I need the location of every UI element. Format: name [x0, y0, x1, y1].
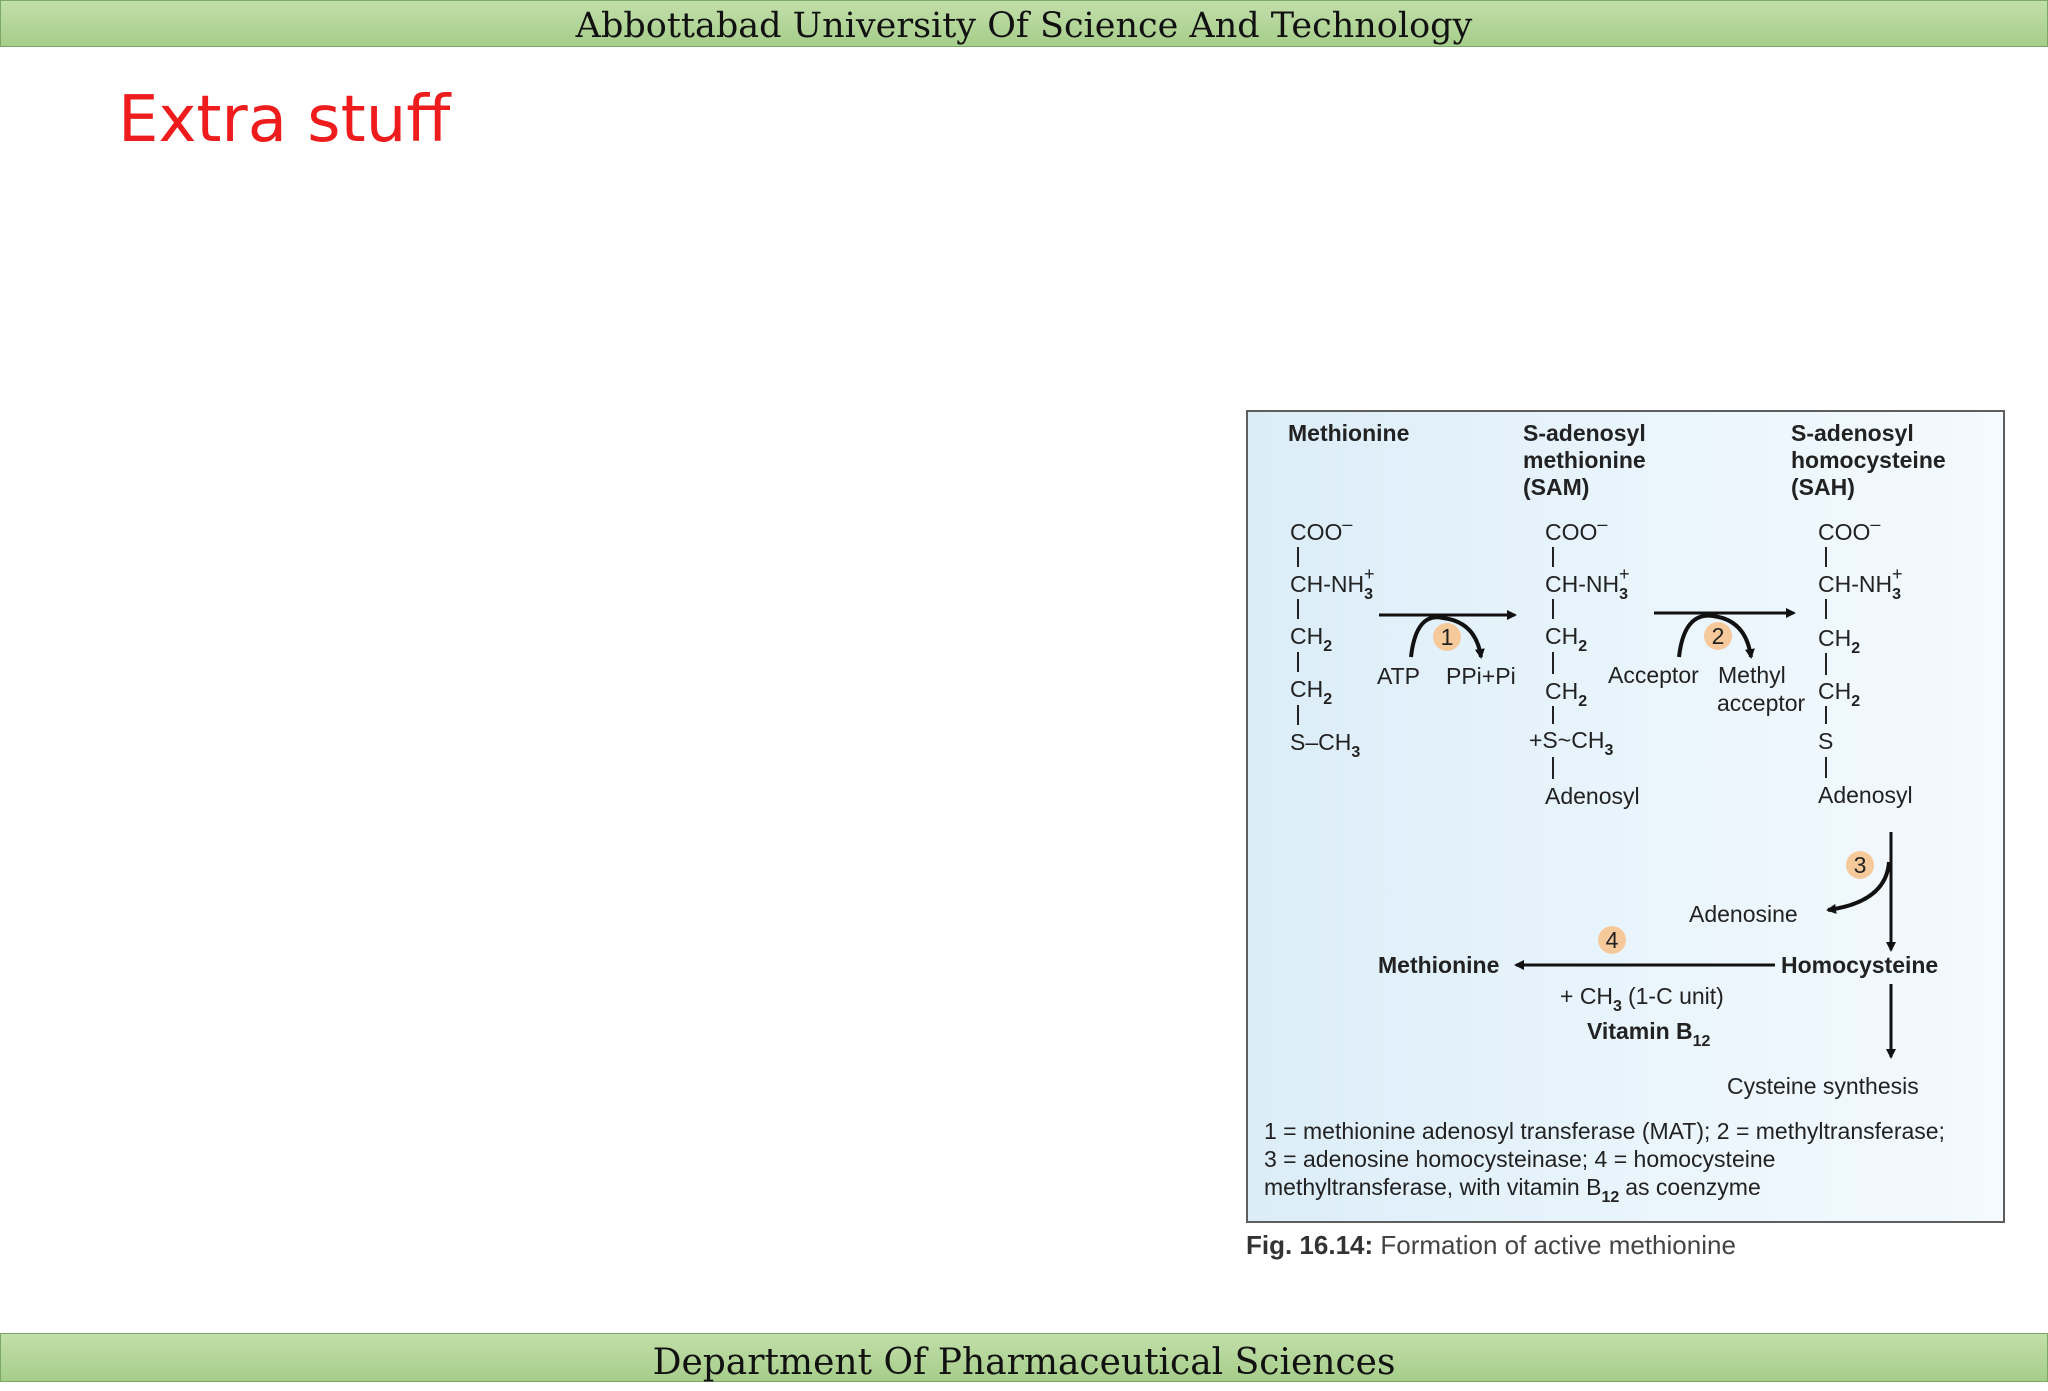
svg-text:CH2: CH2	[1818, 678, 1860, 710]
step-1-badge	[1433, 623, 1461, 651]
sam-header-line2: methionine	[1523, 447, 1646, 473]
sah-header-line2: homocysteine	[1791, 447, 1946, 473]
svg-text:COO–: COO–	[1545, 514, 1607, 545]
svg-text:CH2: CH2	[1545, 678, 1587, 710]
legend-line-1: 1 = methionine adenosyl transferase (MAT…	[1264, 1118, 1945, 1144]
sah-header-line3: (SAH)	[1791, 474, 1855, 500]
figure-caption-label: Fig. 16.14:	[1246, 1230, 1374, 1260]
vitamin-b12-label: Vitamin B12	[1587, 1018, 1711, 1050]
reaction-2-curve	[1677, 613, 1755, 659]
reaction-step-2: 2 Acceptor Methyl acceptor	[1608, 608, 1806, 716]
sam-structure: COO– CH-NH3+ CH2 CH2 +S~CH3 Adenosyl	[1529, 514, 1640, 809]
methionine-structure: COO– CH-NH3+ CH2 CH2 S–CH3	[1290, 514, 1375, 761]
svg-text:S–CH3: S–CH3	[1290, 729, 1360, 761]
acceptor-label: Acceptor	[1608, 662, 1699, 688]
methionine-cycle-figure: Methionine S-adenosyl methionine (SAM) S…	[1246, 410, 2005, 1223]
header-bar: Abbottabad University Of Science And Tec…	[0, 0, 2048, 47]
footer-bar: Department Of Pharmaceutical Sciences	[0, 1333, 2048, 1383]
svg-text:2: 2	[1712, 623, 1725, 649]
methionine-product-label: Methionine	[1378, 952, 1499, 978]
sah-header-line1: S-adenosyl	[1791, 420, 1914, 446]
reaction-step-3: 3 Adenosine	[1689, 832, 1896, 952]
figure-caption: Fig. 16.14: Formation of active methioni…	[1246, 1230, 1736, 1261]
svg-text:+S~CH3: +S~CH3	[1529, 727, 1613, 759]
sah-structure: COO– CH-NH3+ CH2 CH2 S Adenosyl	[1818, 514, 1913, 808]
methyl-label: Methyl	[1718, 662, 1786, 688]
adenosine-label: Adenosine	[1689, 901, 1798, 927]
methionine-cycle-diagram: Methionine S-adenosyl methionine (SAM) S…	[1264, 420, 1946, 1206]
svg-text:S: S	[1818, 728, 1833, 754]
department-name: Department Of Pharmaceutical Sciences	[652, 1342, 1396, 1383]
svg-text:COO–: COO–	[1290, 514, 1352, 545]
svg-text:CH2: CH2	[1818, 625, 1860, 657]
legend-line-2: 3 = adenosine homocysteinase; 4 = homocy…	[1264, 1146, 1775, 1172]
ch3-unit-label: + CH3(1-C unit)	[1560, 983, 1724, 1015]
svg-text:4: 4	[1606, 927, 1619, 953]
reaction-3-curve	[1826, 861, 1891, 914]
sam-header-line1: S-adenosyl	[1523, 420, 1646, 446]
svg-text:COO–: COO–	[1818, 514, 1880, 545]
university-name: Abbottabad University Of Science And Tec…	[575, 6, 1473, 46]
cysteine-synthesis-label: Cysteine synthesis	[1727, 1073, 1919, 1099]
svg-text:1: 1	[1441, 624, 1454, 650]
slide-title: Extra stuff	[118, 83, 451, 157]
reaction-step-1: 1 ATP PPi+Pi	[1377, 610, 1517, 689]
ppi-label: PPi+Pi	[1446, 663, 1516, 689]
step-4-badge	[1598, 926, 1626, 954]
svg-text:CH2: CH2	[1290, 623, 1332, 655]
svg-text:CH2: CH2	[1545, 623, 1587, 655]
sam-header-line3: (SAM)	[1523, 474, 1589, 500]
svg-text:CH2: CH2	[1290, 676, 1332, 708]
atp-label: ATP	[1377, 663, 1420, 689]
svg-text:CH-NH3+: CH-NH3+	[1290, 564, 1375, 603]
methyl-acceptor-label: acceptor	[1717, 690, 1806, 716]
step-2-badge	[1704, 622, 1732, 650]
svg-text:3: 3	[1854, 852, 1867, 878]
homocysteine-label: Homocysteine	[1781, 952, 1938, 978]
svg-text:Adenosyl: Adenosyl	[1818, 782, 1913, 808]
reaction-step-4: 4 Methionine Homocysteine + CH3(1-C unit…	[1378, 926, 1938, 1050]
reaction-1-curve	[1409, 615, 1485, 659]
step-3-badge	[1846, 851, 1874, 879]
figure-caption-text: Formation of active methionine	[1380, 1230, 1736, 1260]
svg-text:CH-NH3+: CH-NH3+	[1818, 564, 1903, 603]
svg-text:CH-NH3+: CH-NH3+	[1545, 564, 1630, 603]
methionine-header: Methionine	[1288, 420, 1409, 446]
svg-text:Adenosyl: Adenosyl	[1545, 783, 1640, 809]
